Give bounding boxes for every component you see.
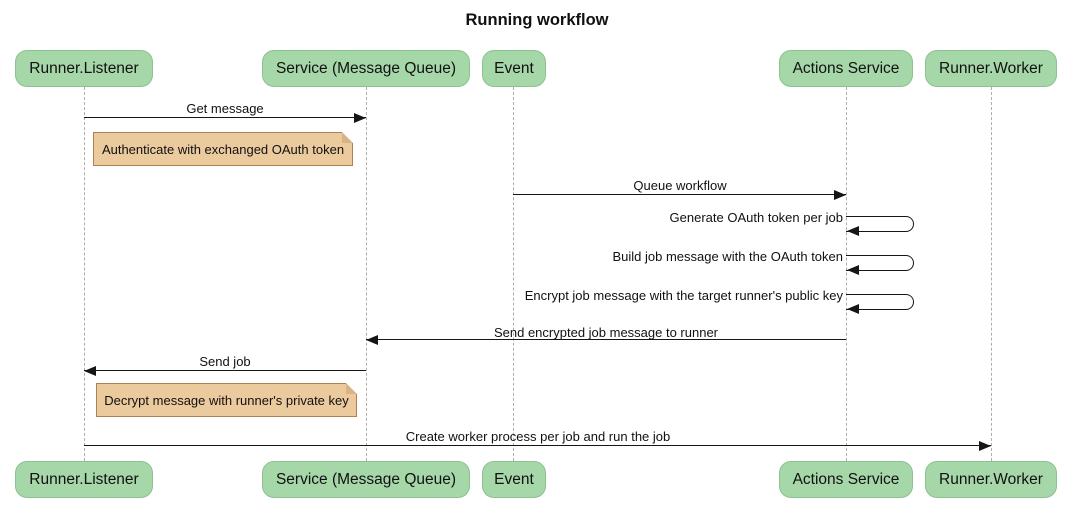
note-text: Authenticate with exchanged OAuth token <box>101 141 345 157</box>
participant-runner-worker-top: Runner.Worker <box>925 50 1057 87</box>
participant-actions-service-top: Actions Service <box>779 50 913 87</box>
lifeline-actions-service <box>846 87 847 461</box>
message-label-create-worker-process: Create worker process per job and run th… <box>405 429 671 444</box>
message-line-get-message <box>84 117 366 118</box>
self-loop-generate-oauth-token <box>846 216 914 232</box>
message-label-encrypt-job-message: Encrypt job message with the target runn… <box>524 288 843 303</box>
lifeline-runner-listener <box>84 87 85 461</box>
message-label-send-job: Send job <box>199 354 251 369</box>
message-line-create-worker-process <box>84 445 991 446</box>
message-label-send-encrypted-job: Send encrypted job message to runner <box>493 325 719 340</box>
arrowhead-right-icon <box>834 190 846 200</box>
participant-actions-service-bottom: Actions Service <box>779 461 913 498</box>
participant-service-message-queue-top: Service (Message Queue) <box>262 50 470 87</box>
arrowhead-right-icon <box>354 113 366 123</box>
message-line-send-encrypted-job <box>366 339 846 340</box>
lifeline-service-message-queue <box>366 87 367 461</box>
arrowhead-left-icon <box>84 366 96 376</box>
note-decrypt-message: Decrypt message with runner's private ke… <box>96 383 357 417</box>
arrowhead-left-icon <box>847 265 859 275</box>
message-line-send-job <box>84 370 366 371</box>
arrowhead-right-icon <box>979 441 991 451</box>
arrowhead-left-icon <box>366 335 378 345</box>
participant-event-top: Event <box>482 50 546 87</box>
message-label-generate-oauth-token: Generate OAuth token per job <box>669 210 843 225</box>
message-label-queue-workflow: Queue workflow <box>633 178 727 193</box>
diagram-title: Running workflow <box>465 11 609 29</box>
participant-event-bottom: Event <box>482 461 546 498</box>
participant-runner-worker-bottom: Runner.Worker <box>925 461 1057 498</box>
participant-service-message-queue-bottom: Service (Message Queue) <box>262 461 470 498</box>
participant-runner-listener-top: Runner.Listener <box>15 50 153 87</box>
lifeline-event <box>513 87 514 461</box>
message-label-get-message: Get message <box>186 101 264 116</box>
arrowhead-left-icon <box>847 304 859 314</box>
participant-runner-listener-bottom: Runner.Listener <box>15 461 153 498</box>
self-loop-encrypt-job-message <box>846 294 914 310</box>
note-authenticate-oauth: Authenticate with exchanged OAuth token <box>93 132 353 166</box>
arrowhead-left-icon <box>847 226 859 236</box>
self-loop-build-job-message <box>846 255 914 271</box>
message-line-queue-workflow <box>513 194 846 195</box>
lifeline-runner-worker <box>991 87 992 461</box>
note-text: Decrypt message with runner's private ke… <box>104 392 349 408</box>
message-label-build-job-message: Build job message with the OAuth token <box>612 249 843 264</box>
